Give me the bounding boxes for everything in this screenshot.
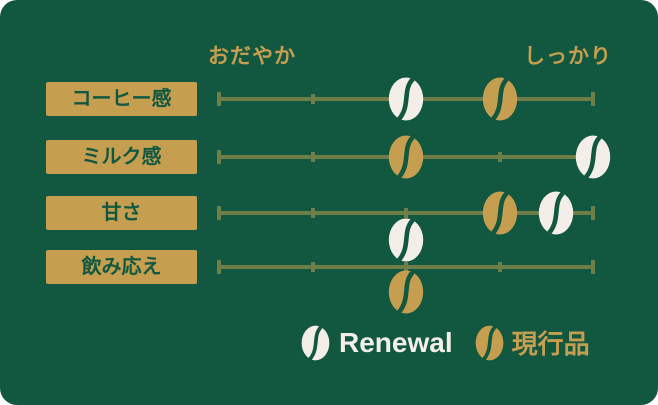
scale-tick xyxy=(591,206,595,220)
scale-tick xyxy=(310,94,315,104)
row-label-box: ミルク感 xyxy=(46,140,197,174)
scale-tick xyxy=(497,262,502,272)
renewal-bean-icon xyxy=(301,324,330,361)
legend: Renewal 現行品 xyxy=(301,324,590,361)
scale-tick xyxy=(404,262,408,272)
current-bean-icon xyxy=(388,270,424,314)
renewal-bean-icon xyxy=(538,191,574,235)
current-bean-icon xyxy=(475,324,504,361)
row-label-box: コーヒー感 xyxy=(46,82,197,116)
scale-tick xyxy=(591,92,595,106)
current-bean-icon xyxy=(482,77,518,121)
legend-renewal-label: Renewal xyxy=(339,326,453,358)
scale-tick xyxy=(217,206,221,220)
scale-tick xyxy=(404,208,408,218)
scale-tick xyxy=(497,152,502,162)
scale-tick xyxy=(217,260,221,274)
axis-label-strong: しっかり xyxy=(524,45,612,68)
row-label-box: 甘さ xyxy=(46,196,197,230)
scale-tick xyxy=(310,262,315,272)
scale-tick xyxy=(217,150,221,164)
scale-tick xyxy=(310,208,315,218)
scale-tick xyxy=(217,92,221,106)
current-bean-icon xyxy=(482,191,518,235)
renewal-bean-icon xyxy=(575,135,611,179)
scale-tick xyxy=(310,152,315,162)
scale-tick xyxy=(591,260,595,274)
renewal-bean-icon xyxy=(388,218,424,262)
axis-label-mild: おだやか xyxy=(208,45,296,68)
current-bean-icon xyxy=(388,135,424,179)
legend-current-label: 現行品 xyxy=(511,329,590,359)
row-label-box: 飲み応え xyxy=(46,250,197,284)
renewal-bean-icon xyxy=(388,77,424,121)
